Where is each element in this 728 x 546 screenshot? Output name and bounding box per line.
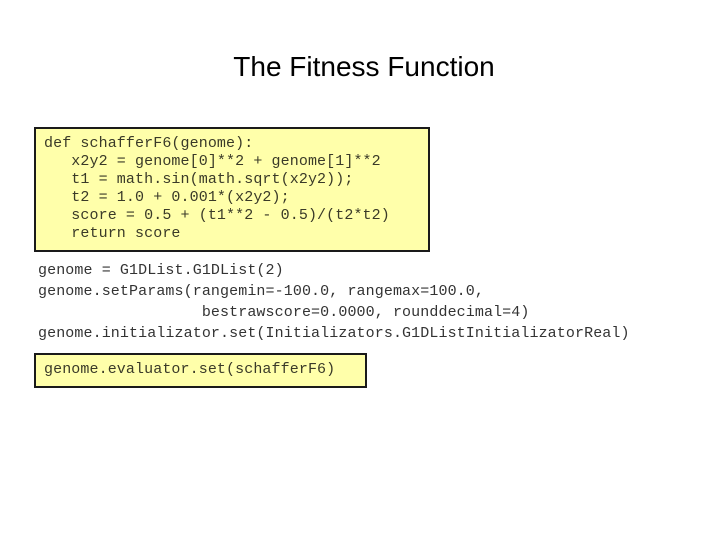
code-line: t2 = 1.0 + 0.001*(x2y2); bbox=[44, 189, 290, 206]
evaluator-code-box: genome.evaluator.set(schafferF6) bbox=[34, 353, 367, 388]
code-line: t1 = math.sin(math.sqrt(x2y2)); bbox=[44, 171, 354, 188]
code-line: return score bbox=[44, 225, 181, 242]
page-title: The Fitness Function bbox=[233, 51, 495, 82]
code-line: bestrawscore=0.0000, rounddecimal=4) bbox=[38, 304, 530, 321]
code-line: def schafferF6(genome): bbox=[44, 135, 254, 152]
genome-setup-code-block: genome = G1DList.G1DList(2) genome.setPa… bbox=[38, 260, 708, 344]
code-line: score = 0.5 + (t1**2 - 0.5)/(t2*t2) bbox=[44, 207, 390, 224]
code-line: x2y2 = genome[0]**2 + genome[1]**2 bbox=[44, 153, 381, 170]
code-line: genome.setParams(rangemin=-100.0, rangem… bbox=[38, 283, 484, 300]
code-line: genome.evaluator.set(schafferF6) bbox=[44, 361, 336, 378]
fitness-function-code-box: def schafferF6(genome): x2y2 = genome[0]… bbox=[34, 127, 430, 252]
code-line: genome.initializator.set(Initializators.… bbox=[38, 325, 630, 342]
code-line: genome = G1DList.G1DList(2) bbox=[38, 262, 284, 279]
